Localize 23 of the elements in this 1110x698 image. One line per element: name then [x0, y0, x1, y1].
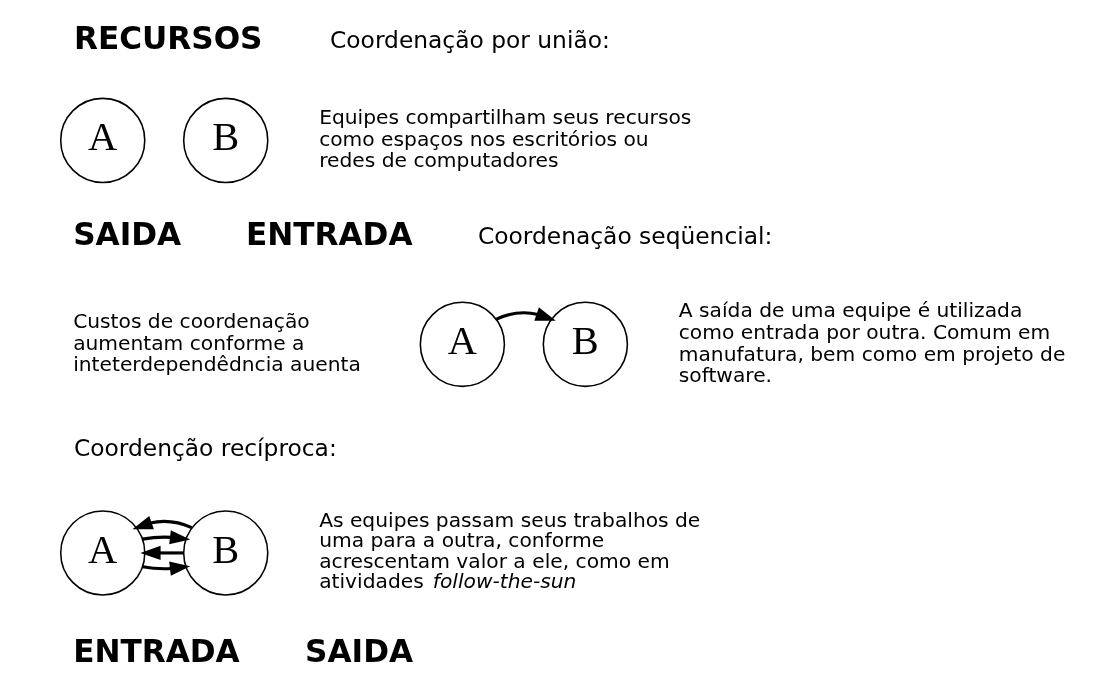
label: SAIDA — [304, 632, 413, 669]
node-circle: B — [182, 97, 269, 184]
label: A saída de uma equipe é utilizada como entrada por outra. Comum em manufatura, bem como em projeto de software. — [678, 297, 1065, 388]
label: RECURSOS — [73, 19, 263, 56]
node-circle: B — [542, 301, 628, 388]
arrow — [495, 307, 556, 321]
label: ENTRADA — [245, 215, 412, 252]
label: Coordenação por união: — [329, 25, 610, 54]
node-circle: B — [182, 510, 269, 596]
node-circle: A — [59, 510, 146, 596]
label: As equipes passam seus trabalhos de uma para a outra, conforme acrescentam valor a ele, como em atividades follow-the-sun — [318, 508, 700, 593]
label: Coordenação seqüencial: — [477, 221, 772, 250]
label: Custos de coordenação aumentam conforme a inteterdependêdncia auenta — [72, 308, 361, 377]
label: Equipes compartilham seus recursos como espaços nos escritórios ou redes de computadores — [318, 104, 691, 173]
arrow — [141, 561, 190, 576]
arrow — [139, 545, 183, 561]
label: Coordenção recíproca: — [73, 433, 337, 462]
label: SAIDA — [72, 215, 181, 252]
arrow — [131, 515, 192, 530]
label: ENTRADA — [72, 632, 240, 669]
node-circle: A — [419, 301, 505, 388]
node-circle: A — [59, 97, 146, 184]
arrow — [141, 530, 190, 545]
